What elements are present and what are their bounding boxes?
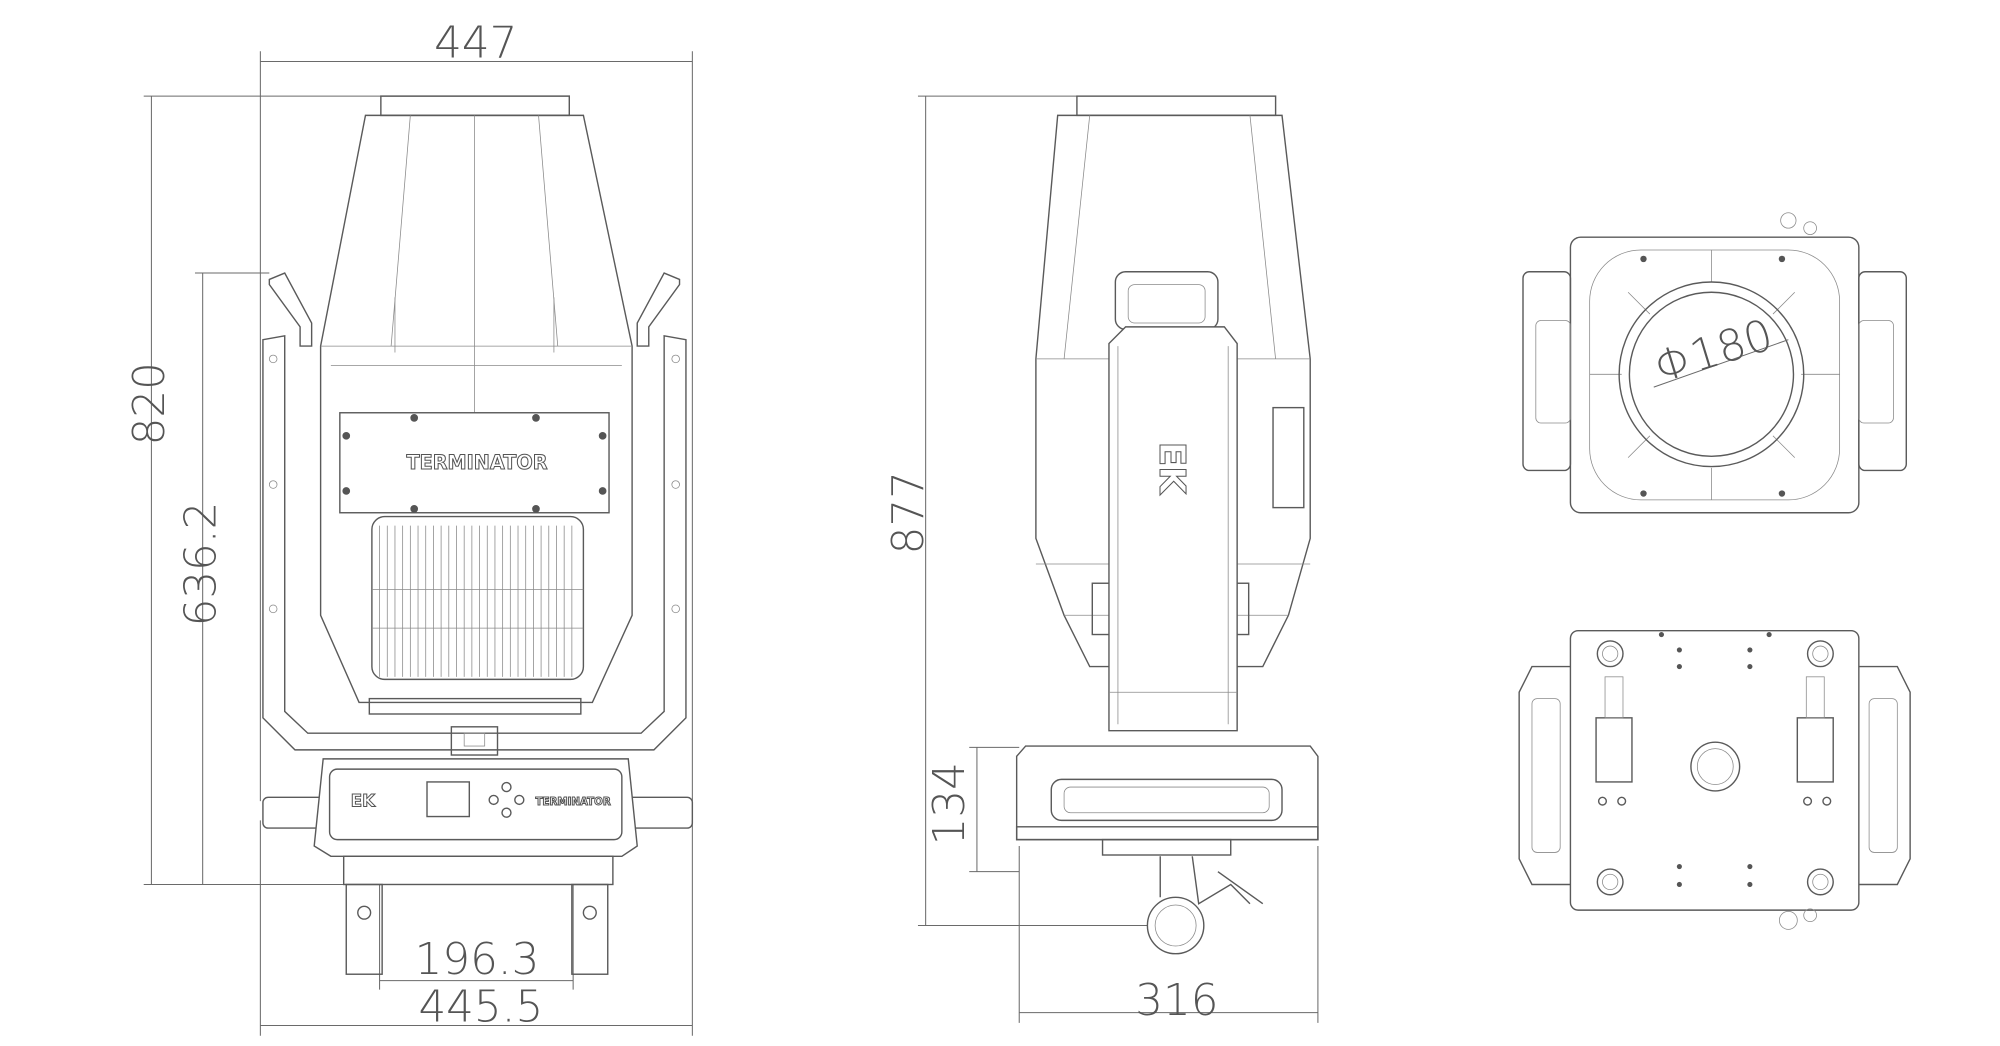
dimension-base-width: 316	[1018, 846, 1319, 1026]
side-clamp	[1146, 856, 1264, 955]
svg-text:447: 447	[434, 19, 517, 69]
front-view: 447 820 636.2 196.3 445.5	[125, 19, 694, 1036]
control-buttons	[488, 781, 525, 818]
clamp-brackets	[1595, 676, 1834, 806]
svg-text:Φ180: Φ180	[1649, 310, 1779, 393]
display-screen	[426, 781, 471, 818]
svg-text:134: 134	[925, 762, 975, 845]
side-yoke-arm: EK	[1108, 271, 1238, 732]
dimension-height-yoke: 636.2	[177, 272, 270, 885]
dimension-width-base: 445.5	[259, 820, 693, 1036]
panel-product-logo: TERMINATOR	[536, 796, 611, 808]
svg-text:877: 877	[884, 471, 934, 554]
dimension-height-total-side: 877	[884, 95, 1148, 927]
dimension-width-top: 447	[259, 19, 693, 802]
panel-brand-logo: EK	[351, 791, 376, 810]
head-logo: TERMINATOR	[406, 451, 547, 474]
svg-text:445.5: 445.5	[418, 983, 543, 1033]
arm-logo: EK	[1151, 442, 1192, 496]
bottom-view	[1518, 629, 1911, 930]
yoke	[262, 272, 687, 756]
side-view: 877 134 316 EK	[884, 95, 1319, 1026]
top-view: Φ180	[1522, 212, 1907, 514]
dimension-clamp-spacing: 196.3	[379, 884, 574, 990]
dimension-height-total: 820	[125, 95, 381, 885]
omega-clamps	[345, 883, 609, 975]
side-base	[1015, 745, 1319, 856]
svg-text:820: 820	[125, 362, 175, 445]
moving-head-body: TERMINATOR	[319, 95, 633, 715]
svg-text:636.2: 636.2	[177, 502, 227, 627]
corner-feet	[1596, 640, 1834, 896]
dimension-base-height: 134	[925, 746, 1020, 873]
svg-text:196.3: 196.3	[415, 935, 540, 985]
svg-text:316: 316	[1135, 976, 1218, 1026]
base: EK TERMINATOR	[262, 758, 694, 886]
